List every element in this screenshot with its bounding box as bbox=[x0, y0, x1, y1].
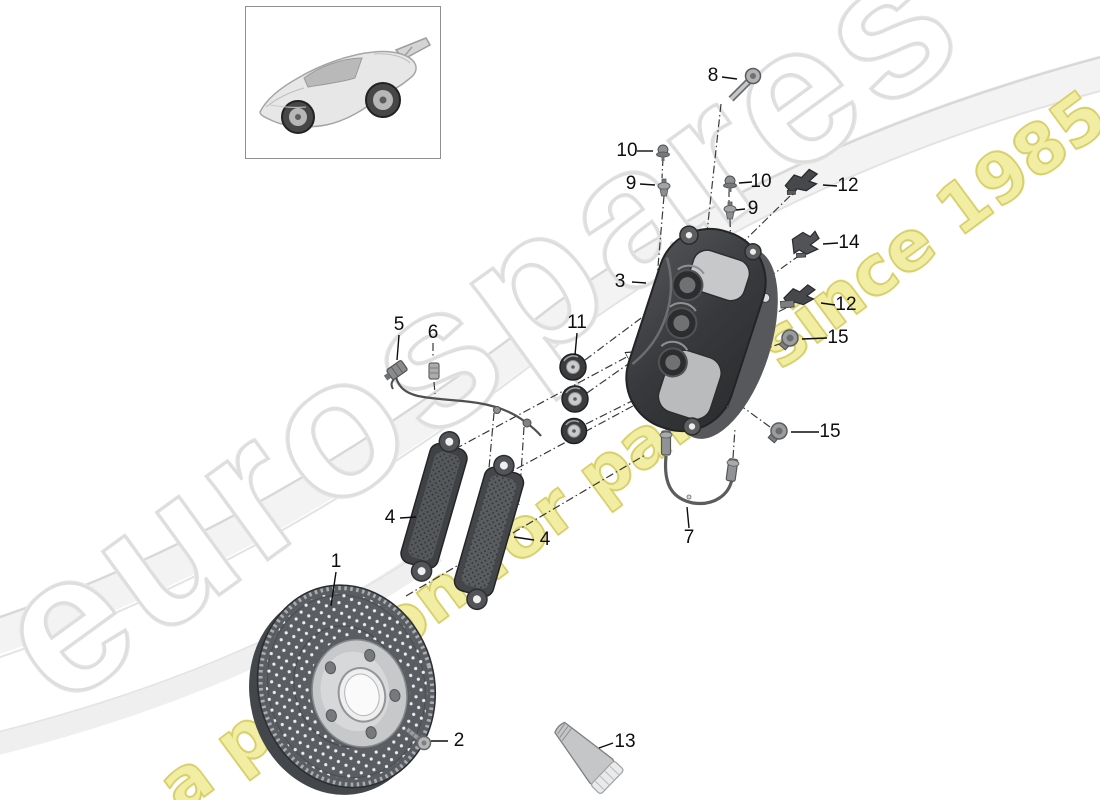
brake-pad-inner bbox=[453, 454, 525, 611]
callout-2[interactable]: 2 bbox=[453, 730, 465, 751]
callout-4b[interactable]: 4 bbox=[539, 529, 551, 550]
brake-disc bbox=[249, 584, 437, 795]
pad-retaining-clip-top bbox=[784, 168, 819, 196]
pad-retaining-clip-bottom bbox=[779, 284, 817, 309]
porsche-911-icon bbox=[259, 37, 432, 134]
bleeder-valve-right bbox=[723, 201, 737, 220]
callout-4a[interactable]: 4 bbox=[384, 507, 396, 528]
callout-15a[interactable]: 15 bbox=[827, 327, 849, 348]
callout-10a[interactable]: 10 bbox=[616, 140, 638, 161]
callout-14[interactable]: 14 bbox=[838, 232, 860, 253]
callout-12a[interactable]: 12 bbox=[837, 175, 859, 196]
callout-12b[interactable]: 12 bbox=[835, 294, 857, 315]
grease-tube bbox=[554, 721, 624, 794]
bleeder-dust-cap-left bbox=[656, 144, 670, 161]
callout-10b[interactable]: 10 bbox=[750, 171, 772, 192]
callout-3[interactable]: 3 bbox=[614, 271, 626, 292]
caliper-pistons bbox=[559, 353, 589, 445]
callout-11[interactable]: 11 bbox=[567, 312, 587, 333]
callout-9a[interactable]: 9 bbox=[625, 173, 637, 194]
callout-1[interactable]: 1 bbox=[330, 551, 342, 572]
brake-pipe bbox=[383, 360, 542, 437]
callout-8[interactable]: 8 bbox=[707, 65, 719, 86]
callout-9b[interactable]: 9 bbox=[747, 198, 759, 219]
pipe-clamp bbox=[428, 362, 440, 380]
pad-spring-clip bbox=[791, 230, 820, 258]
caliper-mounting-bolt bbox=[728, 67, 762, 102]
brake-caliper bbox=[625, 225, 778, 439]
wear-sensor-bolt-top bbox=[778, 329, 799, 351]
callout-15b[interactable]: 15 bbox=[819, 421, 841, 442]
callout-6[interactable]: 6 bbox=[427, 322, 439, 343]
brake-pad-outer bbox=[400, 430, 468, 582]
wear-sensor-bolt-bottom bbox=[767, 422, 788, 444]
disc-set-screw bbox=[404, 726, 432, 751]
bleeder-dust-cap-right bbox=[723, 175, 737, 192]
brake-hose bbox=[659, 430, 740, 506]
callout-13[interactable]: 13 bbox=[614, 731, 636, 752]
bleeder-valve-left bbox=[657, 178, 671, 197]
callout-5[interactable]: 5 bbox=[393, 314, 405, 335]
leader-lines bbox=[330, 76, 839, 749]
vehicle-thumbnail bbox=[245, 6, 441, 159]
callout-7[interactable]: 7 bbox=[683, 527, 695, 548]
